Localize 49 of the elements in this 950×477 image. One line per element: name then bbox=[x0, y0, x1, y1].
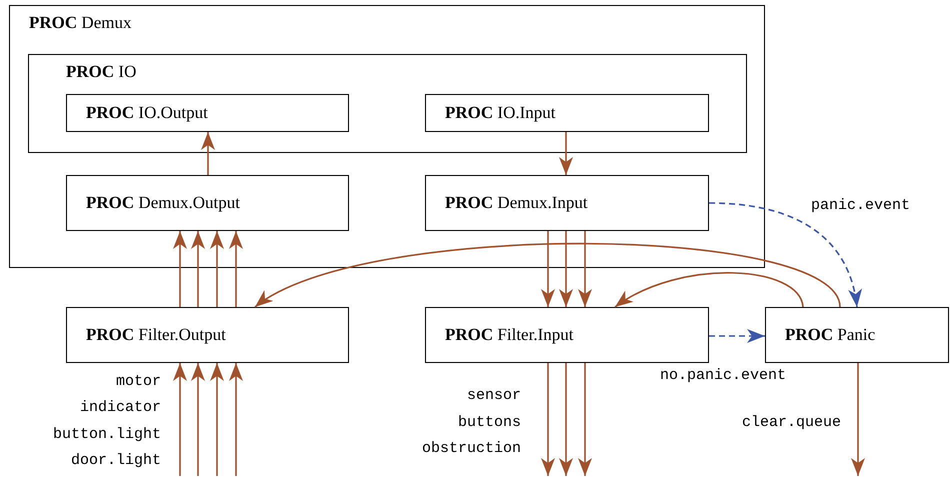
process-label: PROC Filter.Input bbox=[445, 324, 574, 346]
arrow bbox=[210, 231, 224, 307]
process-box bbox=[9, 5, 765, 268]
arrow bbox=[541, 231, 555, 307]
process-label: PROC IO.Output bbox=[86, 102, 208, 124]
arrow bbox=[210, 363, 224, 476]
arrow bbox=[851, 363, 865, 476]
arrow bbox=[173, 231, 187, 307]
signal-label: motor bbox=[116, 372, 161, 392]
arrow bbox=[191, 363, 205, 476]
arrow bbox=[201, 132, 215, 175]
signal-label: indicator bbox=[80, 398, 161, 418]
process-label: PROC IO bbox=[66, 61, 136, 83]
signal-label: sensor bbox=[466, 386, 521, 406]
arrow bbox=[578, 231, 592, 307]
process-label: PROC Demux bbox=[29, 12, 132, 34]
arrow bbox=[229, 231, 243, 307]
arrow bbox=[254, 242, 841, 308]
arrow bbox=[173, 363, 187, 476]
process-box bbox=[66, 307, 349, 363]
signal-label: button.light bbox=[52, 425, 161, 445]
signal-label: no.panic.event bbox=[660, 366, 786, 386]
process-label: PROC Demux.Input bbox=[445, 192, 588, 214]
process-box bbox=[66, 175, 349, 231]
process-label: PROC Demux.Output bbox=[86, 192, 240, 214]
process-box bbox=[28, 54, 747, 153]
process-box bbox=[425, 175, 709, 231]
process-box bbox=[66, 94, 349, 132]
arrow bbox=[559, 231, 573, 307]
process-box bbox=[425, 94, 709, 132]
signal-label: buttons bbox=[458, 413, 521, 433]
process-label: PROC IO.Input bbox=[445, 102, 556, 124]
signal-label: clear.queue bbox=[742, 413, 841, 433]
arrow bbox=[614, 272, 804, 308]
arrow bbox=[541, 363, 555, 476]
process-label: PROC Panic bbox=[785, 324, 876, 346]
arrow bbox=[229, 363, 243, 476]
signal-label: door.light bbox=[70, 451, 161, 471]
signal-label: obstruction bbox=[422, 439, 521, 459]
arrow bbox=[708, 202, 861, 308]
arrow bbox=[559, 363, 573, 476]
process-box bbox=[765, 307, 949, 363]
arrow bbox=[709, 329, 765, 343]
arrow bbox=[559, 132, 573, 175]
process-label: PROC Filter.Output bbox=[86, 324, 226, 346]
process-box bbox=[425, 307, 709, 363]
arrow bbox=[578, 363, 592, 476]
signal-label: panic.event bbox=[811, 196, 910, 216]
arrow bbox=[191, 231, 205, 307]
